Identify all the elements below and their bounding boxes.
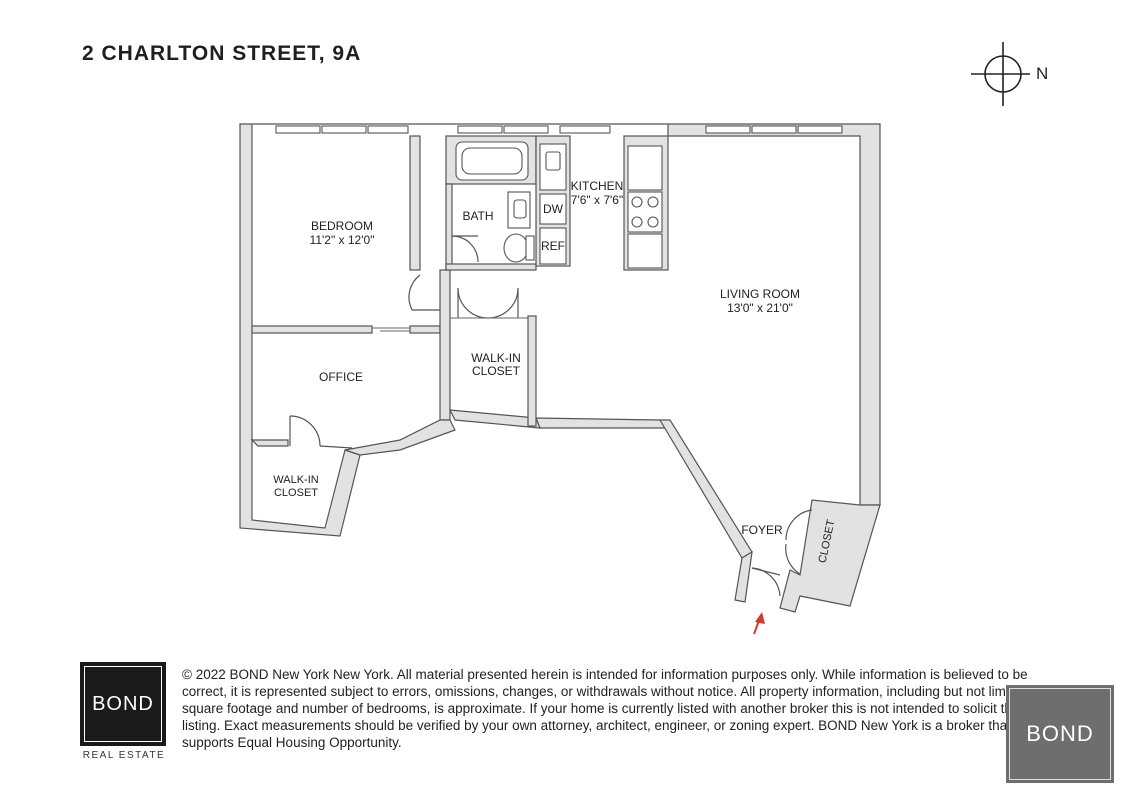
dishwasher bbox=[539, 193, 567, 225]
bath-left-wall bbox=[445, 183, 453, 271]
bedroom-office-wall bbox=[251, 325, 373, 334]
living-room-label: LIVING ROOM bbox=[720, 287, 800, 301]
foyer-closet-door-swing-lower bbox=[785, 543, 801, 575]
dw-label: DW bbox=[543, 202, 564, 216]
compass-north-label: N bbox=[1036, 64, 1049, 83]
center-closet-right-wall bbox=[527, 315, 537, 427]
center-closet-left-wall bbox=[439, 269, 451, 421]
entry-door-swing bbox=[751, 567, 781, 597]
foyer-east-wall bbox=[779, 499, 881, 613]
bond-logo-subtitle: REAL ESTATE bbox=[82, 750, 166, 761]
office-closet-label-2: CLOSET bbox=[274, 487, 318, 499]
foyer-closet-door-swing-upper bbox=[785, 509, 813, 541]
bedroom-bath-wall bbox=[409, 135, 421, 271]
bath-bottom-wall bbox=[445, 263, 537, 271]
closet-door-left-swing bbox=[457, 287, 489, 319]
center-closet-label-1: WALK-IN bbox=[471, 351, 521, 365]
bedroom-dims: 11'2" x 12'0" bbox=[310, 233, 375, 247]
office-closet-label-1: WALK-IN bbox=[273, 474, 318, 486]
entry-arrow-icon bbox=[753, 612, 765, 635]
disclaimer-text: © 2022 BOND New York New York. All mater… bbox=[182, 667, 1047, 750]
bedroom-label: BEDROOM bbox=[311, 219, 373, 233]
foyer-west-wall bbox=[658, 419, 753, 559]
foyer-label: FOYER bbox=[741, 523, 783, 537]
page-title: 2 CHARLTON STREET, 9A bbox=[82, 42, 362, 65]
refrigerator bbox=[539, 227, 567, 265]
compass-icon bbox=[971, 42, 1030, 106]
bond-watermark-text: BOND bbox=[1009, 688, 1111, 780]
stove bbox=[627, 191, 663, 233]
office-label: OFFICE bbox=[319, 370, 363, 384]
living-south-wall bbox=[535, 417, 670, 429]
toilet bbox=[503, 233, 529, 263]
living-room-dims: 13'0" x 21'0" bbox=[727, 301, 793, 315]
center-closet-bottom-wall bbox=[448, 409, 541, 429]
foyer-entry-left-wall bbox=[734, 550, 753, 603]
bedroom-door-swing bbox=[408, 274, 421, 311]
center-closet-label-2: CLOSET bbox=[472, 364, 521, 378]
bath-label: BATH bbox=[462, 209, 493, 223]
kitchen-dims: 7'6" x 7'6" bbox=[571, 193, 623, 207]
bond-watermark-logo: BOND bbox=[1006, 685, 1114, 783]
bond-logo-text: BOND bbox=[84, 666, 162, 742]
bond-logo: BOND bbox=[80, 662, 166, 746]
kitchen-counter bbox=[627, 145, 663, 191]
floor-plan: BEDROOM 11'2" x 12'0" BATH KITCHEN 7'6" … bbox=[239, 123, 881, 635]
window-marks bbox=[275, 125, 843, 134]
closet-door-right-swing bbox=[487, 287, 519, 319]
kitchen-counter-lower bbox=[627, 233, 663, 269]
office-closet-top-wall bbox=[250, 439, 289, 447]
ref-label: REF bbox=[541, 239, 565, 253]
office-closet-door-swing bbox=[289, 415, 321, 447]
office-bottom-wall bbox=[344, 419, 456, 456]
kitchen-label: KITCHEN bbox=[571, 179, 624, 193]
bath-door-swing bbox=[451, 235, 479, 263]
bedroom-office-wall-right bbox=[409, 325, 441, 334]
